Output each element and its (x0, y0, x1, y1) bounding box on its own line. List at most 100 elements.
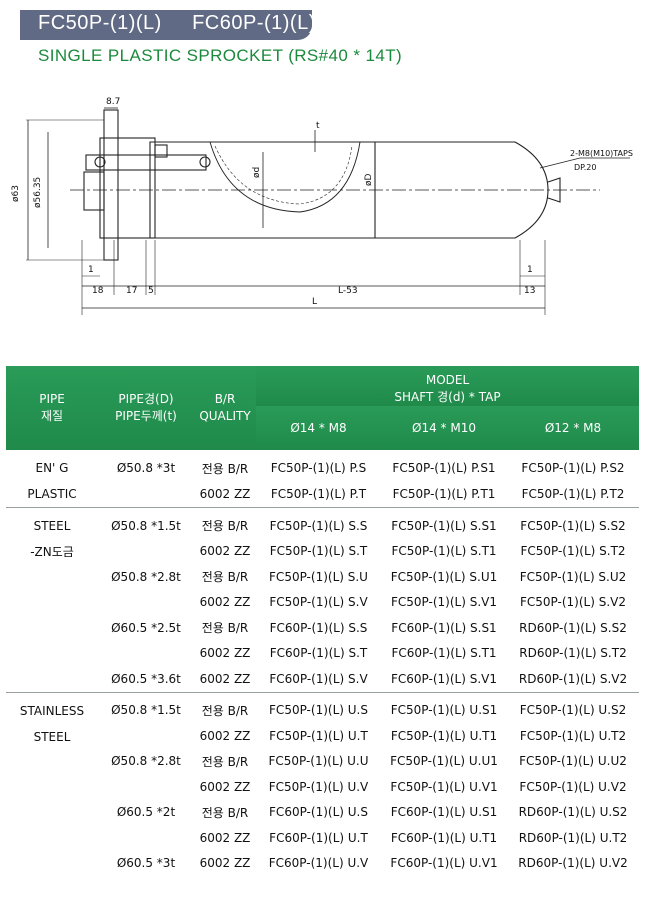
table-row: 6002 ZZ FC50P-(1)(L) U.T FC50P-(1)(L) U.T1… (6, 723, 639, 749)
dim-big-d: øD (364, 173, 374, 186)
model-cell-d12: FC50P-(1)(L) S.V2 (520, 595, 626, 610)
model-cell-m8: FC60P-(1)(L) S.T (269, 646, 368, 661)
bearing-cell: 6002 ZZ (199, 544, 251, 559)
model-cell-m10: FC50P-(1)(L) S.T1 (391, 544, 497, 559)
bearing-cell: 전용 B/R (201, 805, 249, 820)
model-cell-d12: FC50P-(1)(L) U.U2 (519, 754, 627, 769)
model-cell-m10: FC50P-(1)(L) U.U1 (390, 754, 498, 769)
model-cell-m8: FC60P-(1)(L) S.S (269, 620, 368, 635)
pipe-size-cell: Ø50.8 *1.5t (98, 691, 194, 723)
bearing-cell: 6002 ZZ (199, 595, 251, 610)
model-cell-m8: FC50P-(1)(L) P.T (270, 487, 367, 502)
model-cell-m10: FC50P-(1)(L) U.T1 (390, 728, 498, 743)
model-cell-d12: RD60P-(1)(L) S.T2 (519, 646, 627, 661)
dim-5: 5 (148, 286, 154, 296)
pipe-size-cell: Ø50.8 *3t (116, 461, 176, 476)
model-cell-m10: FC50P-(1)(L) P.S1 (392, 461, 496, 476)
dim-18: 18 (92, 286, 104, 296)
model-cell-d12: FC50P-(1)(L) P.T2 (521, 487, 625, 502)
pipe-size-cell: Ø50.8 *2.8t (111, 569, 181, 584)
model-cell-d12: FC50P-(1)(L) S.U2 (519, 569, 627, 584)
model-cell-m8: FC60P-(1)(L) U.T (269, 830, 368, 845)
model-cell-m8: FC60P-(1)(L) S.V (269, 671, 368, 686)
pipe-size-cell: Ø60.5 *2.5t (111, 620, 181, 635)
material-label: -ZN도금 (30, 545, 74, 559)
header-col-2: Ø14 * M10 (381, 406, 507, 450)
model-cell-m8: FC50P-(1)(L) U.U (268, 754, 369, 769)
bearing-cell: 6002 ZZ (199, 646, 251, 661)
dim-small-d: ød (252, 167, 262, 178)
model-cell-d12: RD60P-(1)(L) U.V2 (518, 856, 628, 871)
pipe-size-cell (98, 825, 194, 851)
pipe-size-cell: Ø60.5 *2t (116, 805, 176, 820)
taps-note: 2-M8(M10)TAPS (570, 149, 633, 158)
dim-l-53: L-53 (338, 286, 358, 296)
model-cell-m10: FC60P-(1)(L) U.T1 (390, 830, 498, 845)
model-cell-d12: RD60P-(1)(L) U.S2 (518, 805, 628, 820)
model-cell-d12: RD60P-(1)(L) S.V2 (518, 671, 628, 686)
model-cell-m8: FC50P-(1)(L) P.S (270, 461, 367, 476)
table-row: Ø60.5 *3t 6002 ZZ FC60P-(1)(L) U.V FC60P-(1… (6, 851, 639, 877)
page-subtitle: SINGLE PLASTIC SPROCKET (RS#40 * 14T) (38, 46, 403, 65)
model-cell-m10: FC60P-(1)(L) S.V1 (391, 671, 497, 686)
dim-d63: ø63 (11, 185, 21, 202)
model-cell-m10: FC60P-(1)(L) S.T1 (391, 646, 497, 661)
bearing-cell: 전용 B/R (201, 570, 249, 585)
model-cell-m8: FC60P-(1)(L) U.S (269, 805, 368, 820)
model-cell-d12: FC50P-(1)(L) S.T2 (520, 544, 626, 559)
model-cell-m8: FC50P-(1)(L) U.S (256, 691, 381, 723)
model-cell-m8: FC60P-(1)(L) U.V (268, 856, 369, 871)
pipe-size-cell (98, 590, 194, 616)
dim-17: 17 (126, 286, 137, 296)
table-row: 6002 ZZ FC50P-(1)(L) S.T FC50P-(1)(L) S.T1… (6, 539, 639, 565)
pipe-size-cell: Ø60.5 *3t (116, 856, 176, 871)
model-cell-m10: FC60P-(1)(L) U.V1 (390, 856, 498, 871)
model-cell-m8: FC50P-(1)(L) S.T (269, 544, 368, 559)
pipe-size-cell: Ø50.8 *2.8t (111, 754, 181, 769)
material-cell: STEEL -ZN도금 (6, 507, 98, 692)
bearing-cell: 6002 ZZ (199, 728, 251, 743)
table-row: Ø50.8 *2.8t 전용 B/R FC50P-(1)(L) S.U FC50P-(… (6, 564, 639, 590)
model-cell-m8: FC50P-(1)(L) U.T (269, 728, 368, 743)
pipe-size-cell: Ø60.5 *3.6t (111, 671, 181, 686)
bearing-cell: 6002 ZZ (199, 830, 251, 845)
header-pipe-dim: PIPE경(D)PIPE두께(t) (98, 366, 194, 450)
technical-drawing: 8.7 t ø63 ø56.35 ød øD 2-M8(M10)TAPS DP.… (11, 97, 633, 315)
dim-L: L (312, 297, 317, 307)
material-label: STEEL (33, 519, 71, 533)
dp-note: DP.20 (574, 163, 596, 172)
pipe-size-cell (98, 774, 194, 800)
title-banner (20, 10, 312, 40)
pipe-size-cell (98, 723, 194, 749)
header-col-3: Ø12 * M8 (507, 406, 640, 450)
model-cell-d12: FC50P-(1)(L) U.T2 (519, 728, 627, 743)
bearing-cell: 전용 B/R (194, 507, 256, 539)
bearing-cell: 6002 ZZ (199, 487, 251, 502)
pipe-size-cell (98, 539, 194, 565)
table-row: 6002 ZZ FC60P-(1)(L) S.T FC60P-(1)(L) S.T1… (6, 641, 639, 667)
model-cell-d12: FC50P-(1)(L) S.S2 (507, 507, 640, 539)
dim-t: t (316, 121, 320, 131)
bearing-cell: 6002 ZZ (199, 856, 251, 871)
model-cell-m8: FC50P-(1)(L) S.U (269, 569, 368, 584)
model-cell-d12: FC50P-(1)(L) U.V2 (519, 779, 627, 794)
model-cell-m10: FC50P-(1)(L) P.T1 (392, 487, 496, 502)
model-cell-d12: FC50P-(1)(L) P.S2 (521, 461, 625, 476)
bearing-cell: 6002 ZZ (199, 671, 251, 686)
header-col-1: Ø14 * M8 (256, 406, 381, 450)
dim-1-right: 1 (527, 265, 533, 275)
dim-8-7: 8.7 (106, 97, 120, 107)
bearing-cell: 전용 B/R (201, 621, 249, 636)
pipe-size-cell (98, 641, 194, 667)
model-cell-m8: FC50P-(1)(L) S.V (269, 595, 368, 610)
